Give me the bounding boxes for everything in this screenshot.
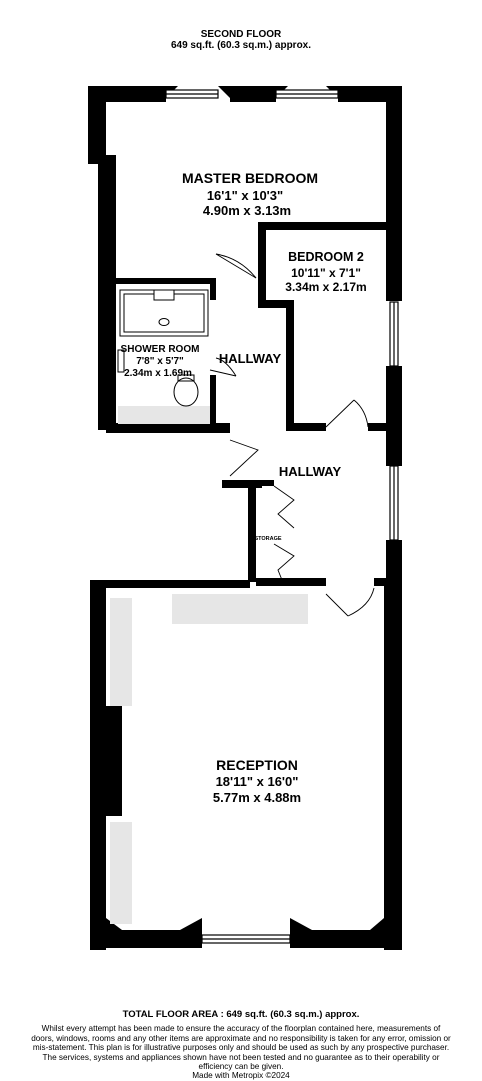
right-wall-mid	[386, 366, 402, 466]
shower-floor	[118, 406, 210, 424]
reception-metric: 5.77m x 4.88m	[213, 790, 301, 805]
doors	[209, 253, 375, 617]
unit-left-bottom	[110, 822, 132, 924]
right-wall-top	[386, 86, 402, 301]
window-bedroom2	[389, 301, 399, 367]
window-reception	[201, 934, 291, 944]
credit: Made with Metropix ©2024	[192, 1071, 290, 1081]
top-wall-middle	[230, 86, 276, 102]
walls-upper	[88, 86, 402, 586]
storage-left-wall	[248, 480, 256, 582]
toilet-bowl	[173, 377, 199, 407]
reception-bottom-wall-right	[290, 930, 402, 948]
room-labels: MASTER BEDROOM 16'1" x 10'3" 4.90m x 3.1…	[121, 170, 367, 805]
reception-right-wall	[384, 584, 402, 950]
footer: TOTAL FLOOR AREA : 649 sq.ft. (60.3 sq.m…	[30, 1010, 452, 1081]
reception-top-wall	[90, 580, 250, 588]
storage-label: STORAGE	[254, 536, 281, 542]
reception-left-wall	[90, 580, 106, 950]
window-master-left	[165, 89, 219, 99]
master-bedroom-metric: 4.90m x 3.13m	[203, 203, 291, 218]
master-bedroom-imperial: 16'1" x 10'3"	[207, 188, 283, 203]
basin	[153, 289, 175, 301]
floor-title: SECOND FLOOR	[200, 29, 282, 40]
bedroom2-top-wall	[258, 222, 386, 230]
left-wall-mid	[98, 160, 116, 430]
shower-room-name: SHOWER ROOM	[121, 344, 200, 355]
radiator	[117, 349, 125, 373]
shower-room-imperial: 7'8" x 5'7"	[136, 356, 184, 367]
unit-top	[172, 594, 308, 624]
window-master-right	[275, 89, 339, 99]
bedroom2-left-wall	[286, 300, 294, 430]
bedroom2-name: BEDROOM 2	[288, 250, 364, 264]
top-wall-left	[88, 86, 166, 102]
master-bedroom-name: MASTER BEDROOM	[182, 170, 318, 186]
hallway-upper-label: HALLWAY	[219, 351, 282, 366]
floor-area: 649 sq.ft. (60.3 sq.m.) approx.	[170, 40, 312, 51]
window-hallway	[389, 465, 399, 541]
reception-name: RECEPTION	[216, 757, 298, 773]
hallway-lower-label: HALLWAY	[279, 464, 342, 479]
unit-left-top	[110, 598, 132, 706]
shower-top-wall	[106, 278, 216, 284]
reception-imperial: 18'11" x 16'0"	[216, 774, 299, 789]
disclaimer: Whilst every attempt has been made to en…	[31, 1024, 451, 1072]
total-floor-area: TOTAL FLOOR AREA : 649 sq.ft. (60.3 sq.m…	[122, 1009, 360, 1020]
fitted-units	[110, 406, 308, 924]
toilet-cistern	[177, 374, 195, 382]
walls-reception	[90, 580, 402, 950]
drain	[158, 318, 170, 326]
bedroom2-imperial: 10'11" x 7'1"	[291, 266, 361, 280]
shower-bottom-wall	[106, 423, 230, 433]
left-wall-top	[88, 86, 98, 164]
bedroom2-metric: 3.34m x 2.17m	[285, 280, 366, 294]
shower-room-metric: 2.34m x 1.69m	[124, 368, 192, 379]
reception-bottom-wall-left	[90, 930, 202, 948]
shower-fixtures	[117, 289, 209, 407]
